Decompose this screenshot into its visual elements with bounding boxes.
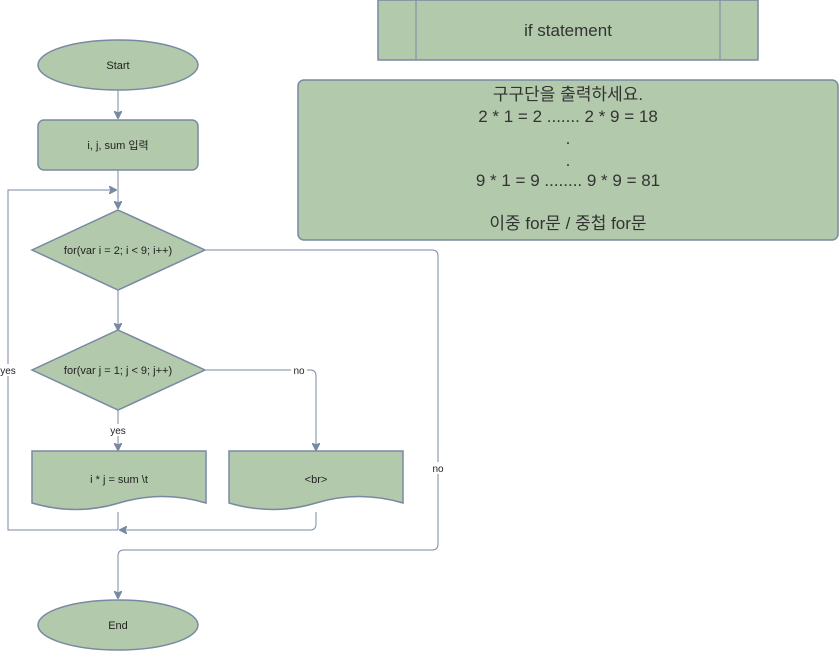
end-node[interactable]: End (37, 599, 199, 651)
end-label: End (108, 620, 128, 632)
inner-loop-label: for(var j = 1; j < 9; j++) (64, 365, 172, 377)
note-line-2: 2 * 1 = 2 ....... 2 * 9 = 18 (478, 107, 658, 126)
start-node[interactable]: Start (37, 39, 199, 91)
edge-label-outer-yes: yes (0, 366, 16, 377)
title-box-label: if statement (524, 21, 612, 40)
title-box[interactable]: if statement (377, 0, 759, 61)
input-label: i, j, sum 입력 (87, 139, 148, 152)
note-box[interactable]: 구구단을 출력하세요. 2 * 1 = 2 ....... 2 * 9 = 18… (297, 79, 839, 241)
edge-label-inner-no: no (293, 366, 305, 377)
edge-outer-yes-loopback (7, 190, 118, 531)
outer-loop-label: for(var i = 2; i < 9; i++) (64, 245, 172, 257)
edge-br-merge (120, 512, 317, 530)
edge-outer-no (118, 249, 439, 598)
inner-loop-decision[interactable]: for(var j = 1; j < 9; j++) (30, 329, 207, 411)
break-output-node[interactable]: <br> (228, 450, 404, 511)
input-node[interactable]: i, j, sum 입력 (37, 119, 199, 171)
start-label: Start (106, 60, 129, 72)
outer-loop-decision[interactable]: for(var i = 2; i < 9; i++) (30, 209, 207, 291)
edge-label-outer-no: no (432, 464, 444, 475)
edges (7, 90, 439, 598)
break-output-label: <br> (305, 474, 328, 486)
note-line-4: . (566, 151, 571, 170)
note-line-3: . (566, 129, 571, 148)
note-line-7: 이중 for문 / 중첩 for문 (489, 214, 646, 233)
note-line-1: 구구단을 출력하세요. (493, 85, 643, 104)
edge-labels: no yes yes no (0, 364, 446, 475)
note-line-5: 9 * 1 = 9 ........ 9 * 9 = 81 (476, 171, 660, 190)
edge-inner-no (205, 369, 316, 450)
product-output-node[interactable]: i * j = sum \t (31, 450, 207, 511)
edge-label-inner-yes: yes (110, 426, 126, 437)
product-output-label: i * j = sum \t (90, 474, 148, 486)
